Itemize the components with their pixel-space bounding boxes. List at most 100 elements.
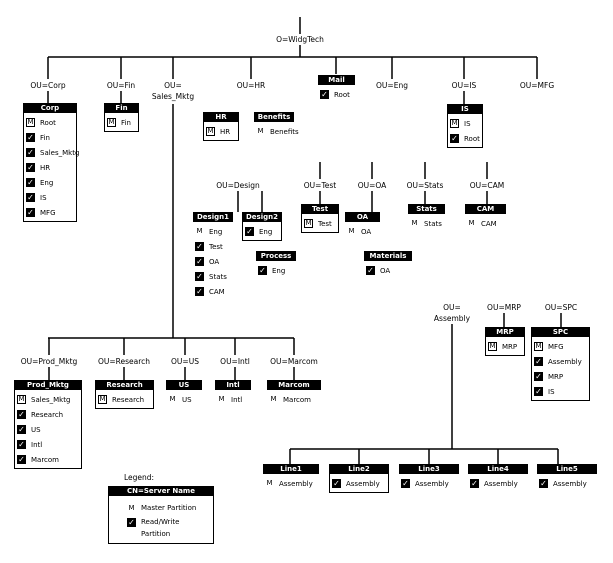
master-partition-icon: M bbox=[26, 118, 35, 127]
server-name: CAM bbox=[465, 204, 506, 214]
partition-name: Intl bbox=[31, 440, 43, 449]
master-partition-icon: M bbox=[270, 395, 277, 403]
server-name: SPC bbox=[531, 327, 590, 337]
read-write-icon: ✓ bbox=[26, 148, 35, 157]
partition-entry: M Benefits bbox=[256, 124, 298, 139]
server-name: Line2 bbox=[329, 464, 389, 474]
partition-name: Stats bbox=[209, 272, 227, 281]
partition-name: OA bbox=[361, 227, 372, 236]
partition-entry: M Research bbox=[98, 392, 151, 407]
partition-name: MRP bbox=[548, 372, 564, 381]
partition-name: Research bbox=[112, 395, 145, 404]
server-name: US bbox=[166, 380, 202, 390]
server-name: MRP bbox=[485, 327, 525, 337]
server-line2: Line2 ✓Assembly bbox=[329, 464, 389, 493]
label-ou-sales-2: Sales_Mktg bbox=[151, 92, 195, 101]
master-partition-icon: M bbox=[17, 395, 26, 404]
server-name: Marcom bbox=[267, 380, 321, 390]
label-ou-oa: OU=OA bbox=[357, 181, 387, 190]
server-materials: Materials✓OA bbox=[364, 251, 412, 279]
server-name: Design2 bbox=[242, 212, 282, 222]
label-ou-corp: OU=Corp bbox=[30, 81, 66, 90]
partition-entry: ✓Assembly bbox=[401, 476, 457, 491]
partition-entry: ✓ Sales_Mktg bbox=[26, 145, 79, 160]
legend-master-label: Master Partition bbox=[141, 504, 197, 512]
server-name: Materials bbox=[364, 251, 412, 261]
legend-rw-label-2: Partition bbox=[141, 529, 171, 538]
partition-name: HR bbox=[220, 127, 231, 136]
server-name: Line4 bbox=[468, 464, 528, 474]
read-write-icon: ✓ bbox=[195, 272, 204, 281]
server-line4: Line4 ✓ Assembly bbox=[468, 464, 528, 492]
partition-name: Sales_Mktg bbox=[40, 148, 80, 157]
read-write-icon: ✓ bbox=[17, 455, 26, 464]
label-ou-eng: OU=Eng bbox=[376, 81, 408, 90]
label-ou-marcom: OU=Marcom bbox=[270, 357, 318, 366]
partition-name: Fin bbox=[40, 133, 50, 142]
partition-entry: ✓MRP bbox=[534, 369, 587, 384]
partition-name: Eng bbox=[259, 227, 273, 236]
partition-name: CAM bbox=[481, 219, 497, 228]
partition-name: Assembly bbox=[484, 479, 518, 488]
partition-name: IS bbox=[464, 119, 471, 128]
read-write-icon: ✓ bbox=[26, 208, 35, 217]
partition-entry: ✓ Stats bbox=[195, 269, 231, 284]
read-write-icon: ✓ bbox=[127, 517, 136, 527]
label-ou-hr: OU=HR bbox=[236, 81, 266, 90]
partition-name: Assembly bbox=[553, 479, 587, 488]
partition-name: Root bbox=[40, 118, 56, 127]
partition-entry: ✓IS bbox=[26, 190, 74, 205]
read-write-icon: ✓ bbox=[26, 178, 35, 187]
read-write-icon: ✓ bbox=[470, 479, 479, 488]
partition-entry: ✓Assembly bbox=[332, 476, 386, 491]
server-line3: Line3✓Assembly bbox=[399, 464, 459, 492]
server-name: Research bbox=[95, 380, 154, 390]
partition-name: Fin bbox=[121, 118, 131, 127]
server-name: Process bbox=[256, 251, 296, 261]
read-write-icon: ✓ bbox=[539, 479, 548, 488]
master-partition-icon: M bbox=[266, 479, 273, 487]
partition-name: Marcom bbox=[283, 395, 312, 404]
master-partition-icon: M bbox=[534, 342, 543, 351]
server-name: Line5 bbox=[537, 464, 597, 474]
legend-title: Legend: bbox=[124, 473, 155, 482]
partition-name: Sales_Mktg bbox=[31, 395, 71, 404]
partition-entry: ✓HR bbox=[26, 160, 74, 175]
label-ou-design: OU=Design bbox=[216, 181, 260, 190]
partition-name: US bbox=[31, 425, 41, 434]
server-process: Process ✓Eng bbox=[256, 251, 296, 279]
partition-entry: ✓Intl bbox=[17, 437, 79, 452]
master-partition-icon: M bbox=[257, 127, 264, 135]
partition-entry: ✓Eng bbox=[258, 263, 294, 278]
server-name: Mail bbox=[318, 75, 355, 85]
server-name: Design1 bbox=[193, 212, 233, 222]
read-write-icon: ✓ bbox=[17, 425, 26, 434]
master-partition-icon: M bbox=[468, 219, 475, 227]
read-write-icon: ✓ bbox=[534, 357, 543, 366]
master-partition-icon: M bbox=[128, 503, 135, 512]
read-write-icon: ✓ bbox=[195, 287, 204, 296]
master-partition-icon: M bbox=[206, 127, 215, 136]
read-write-icon: ✓ bbox=[26, 133, 35, 142]
partition-name: Marcom bbox=[31, 455, 60, 464]
master-partition-icon: M bbox=[98, 395, 107, 404]
label-ou-test: OU=Test bbox=[303, 181, 337, 190]
partition-name: Root bbox=[334, 90, 350, 99]
server-name: Benefits bbox=[254, 112, 294, 122]
partition-name: Eng bbox=[209, 227, 223, 236]
partition-name: Benefits bbox=[270, 127, 299, 136]
